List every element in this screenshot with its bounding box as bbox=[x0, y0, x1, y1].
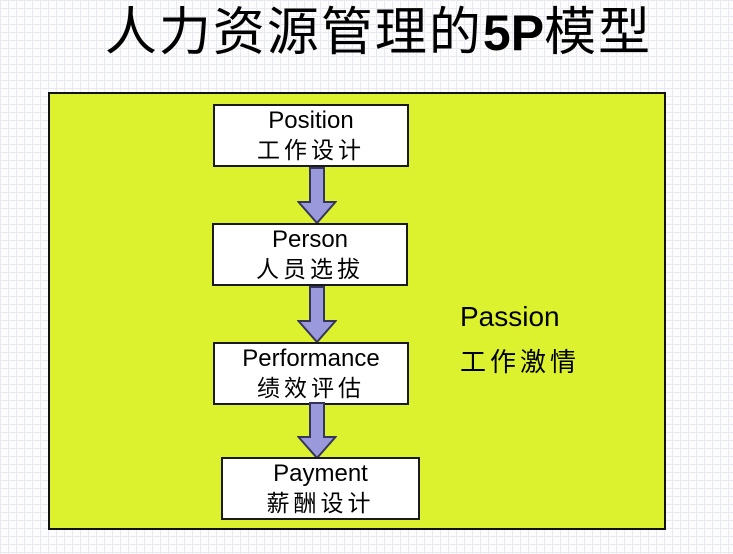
arrow-down-shape bbox=[297, 402, 337, 459]
node-payment-label-en: Payment bbox=[273, 460, 368, 487]
node-person-label-zh: 人员选拔 bbox=[256, 256, 364, 282]
passion-label: Passion 工作激情 bbox=[460, 300, 580, 378]
node-person-label-en: Person bbox=[271, 226, 349, 253]
node-payment: Payment 薪酬设计 bbox=[221, 457, 420, 520]
passion-label-en: Passion bbox=[460, 301, 560, 332]
node-payment-label-zh: 薪酬设计 bbox=[266, 490, 375, 516]
arrow-down-icon bbox=[297, 167, 337, 224]
passion-label-zh: 工作激情 bbox=[460, 347, 581, 377]
slide-title: 人力资源管理的5P模型 bbox=[24, 0, 733, 66]
node-performance-label-en: Performance bbox=[242, 345, 380, 372]
node-performance-label-zh: 绩效评估 bbox=[257, 375, 365, 401]
node-position: Position 工作设计 bbox=[213, 104, 409, 167]
slide-title-5p: 5P bbox=[482, 5, 545, 61]
arrow-down-shape bbox=[297, 286, 337, 343]
node-performance: Performance 绩效评估 bbox=[213, 342, 409, 405]
node-person: Person 人员选拔 bbox=[212, 223, 408, 286]
slide-title-suffix: 模型 bbox=[544, 3, 653, 63]
node-position-label-zh: 工作设计 bbox=[257, 137, 365, 163]
arrow-down-icon bbox=[297, 286, 337, 343]
arrow-down-icon bbox=[297, 402, 337, 459]
slide-title-prefix: 人力资源管理的 bbox=[104, 3, 483, 63]
arrow-down-shape bbox=[297, 167, 337, 224]
node-position-label-en: Position bbox=[268, 107, 354, 134]
